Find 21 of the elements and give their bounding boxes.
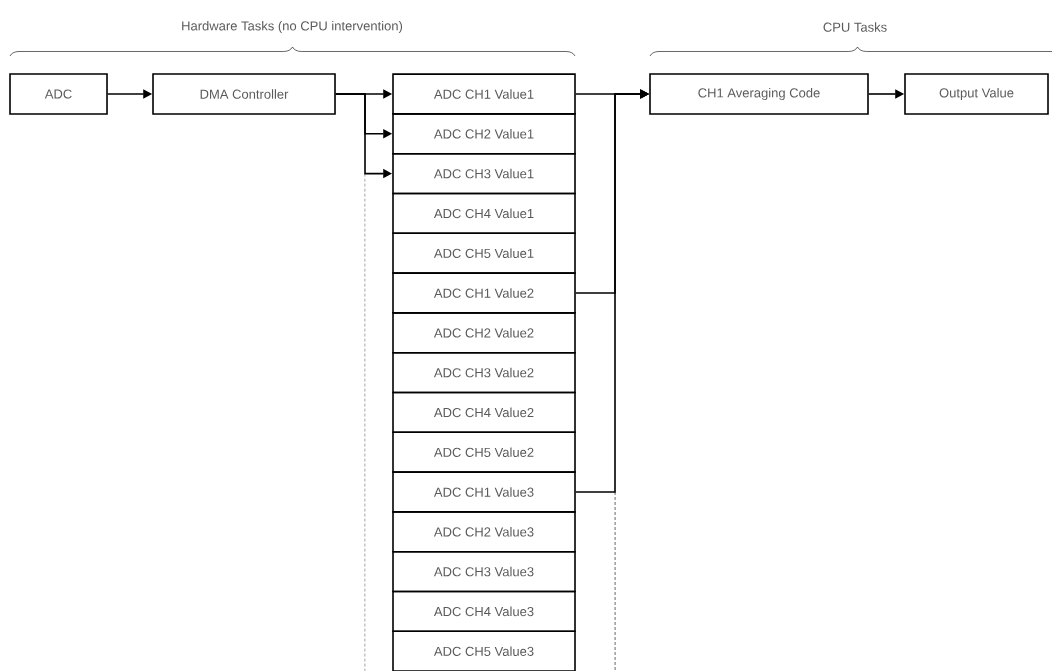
memory-cell: ADC CH5 Value2 [392, 431, 576, 473]
process-box: ADC [9, 73, 108, 115]
memory-cell: ADC CH2 Value3 [392, 511, 576, 553]
memory-cell: ADC CH2 Value1 [392, 113, 576, 155]
memory-cell: ADC CH3 Value2 [392, 351, 576, 394]
memory-cell: ADC CH3 Value3 [392, 550, 576, 593]
process-box: DMA Controller [152, 73, 336, 115]
memory-cell: ADC CH1 Value1 [392, 73, 576, 115]
memory-cell: ADC CH2 Value2 [392, 312, 576, 354]
memory-cell: ADC CH4 Value3 [392, 590, 576, 633]
memory-cell: ADC CH5 Value3 [392, 630, 576, 671]
group-label: Hardware Tasks (no CPU intervention) [182, 20, 403, 34]
memory-cell: ADC CH1 Value3 [392, 471, 576, 513]
process-box: CH1 Averaging Code [649, 73, 869, 115]
memory-cell: ADC CH4 Value1 [392, 192, 576, 235]
memory-cell: ADC CH4 Value2 [392, 391, 576, 434]
group-label: CPU Tasks [823, 22, 887, 32]
memory-cell: ADC CH1 Value2 [392, 272, 576, 314]
process-box: Output Value [904, 73, 1049, 115]
memory-cell: ADC CH5 Value1 [392, 232, 576, 274]
memory-cell: ADC CH3 Value1 [392, 152, 576, 195]
